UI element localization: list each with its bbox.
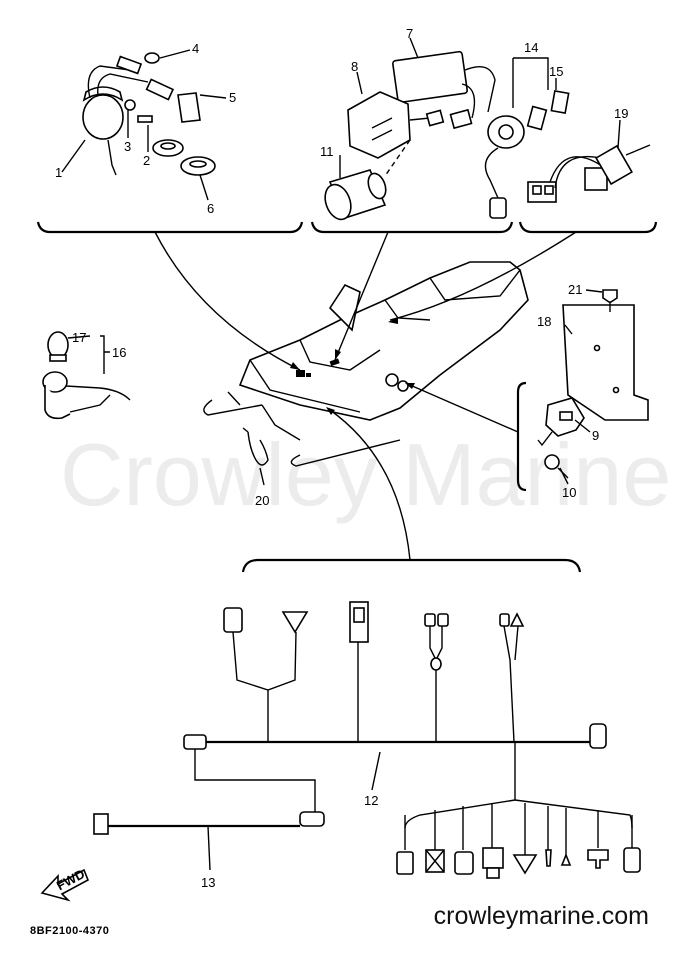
pointer-lines [154, 231, 577, 561]
watermark: Crowley Marine [60, 425, 671, 524]
callout-14: 14 [524, 40, 538, 55]
callout-10: 10 [562, 485, 576, 500]
callout-11: 11 [320, 144, 334, 159]
callout-6: 6 [207, 201, 214, 216]
callout-16: 16 [112, 345, 126, 360]
callout-15: 15 [549, 64, 563, 79]
fwd-arrow-icon: FWD [40, 866, 90, 902]
callout-8: 8 [351, 59, 358, 74]
lamp-assembly [42, 331, 131, 420]
callout-19: 19 [614, 106, 628, 121]
callout-5: 5 [229, 90, 236, 105]
wire-harness [183, 601, 641, 879]
callout-17: 17 [72, 330, 86, 345]
site-url: crowleymarine.com [433, 902, 649, 930]
callout-labels: 1 2 3 4 5 6 7 8 9 10 11 12 13 14 15 16 1… [55, 26, 628, 890]
callout-12: 12 [364, 793, 378, 808]
callout-1: 1 [55, 165, 62, 180]
cdi-switch-assembly [324, 37, 651, 221]
callout-4: 4 [192, 41, 199, 56]
ignition-coil-assembly [61, 49, 227, 201]
callout-13: 13 [201, 875, 215, 890]
callout-9: 9 [592, 428, 599, 443]
callout-20: 20 [255, 493, 269, 508]
clamp-part [242, 427, 269, 486]
callout-3: 3 [124, 139, 131, 154]
callout-21: 21 [568, 282, 582, 297]
harness-13 [93, 813, 300, 871]
snowmobile-body [203, 261, 529, 467]
group-brackets [36, 221, 658, 573]
diagram-code: 8BF2100-4370 [30, 925, 110, 937]
callout-18: 18 [537, 314, 551, 329]
bracket-assembly [537, 289, 649, 485]
callout-7: 7 [406, 26, 413, 41]
callout-2: 2 [143, 153, 150, 168]
